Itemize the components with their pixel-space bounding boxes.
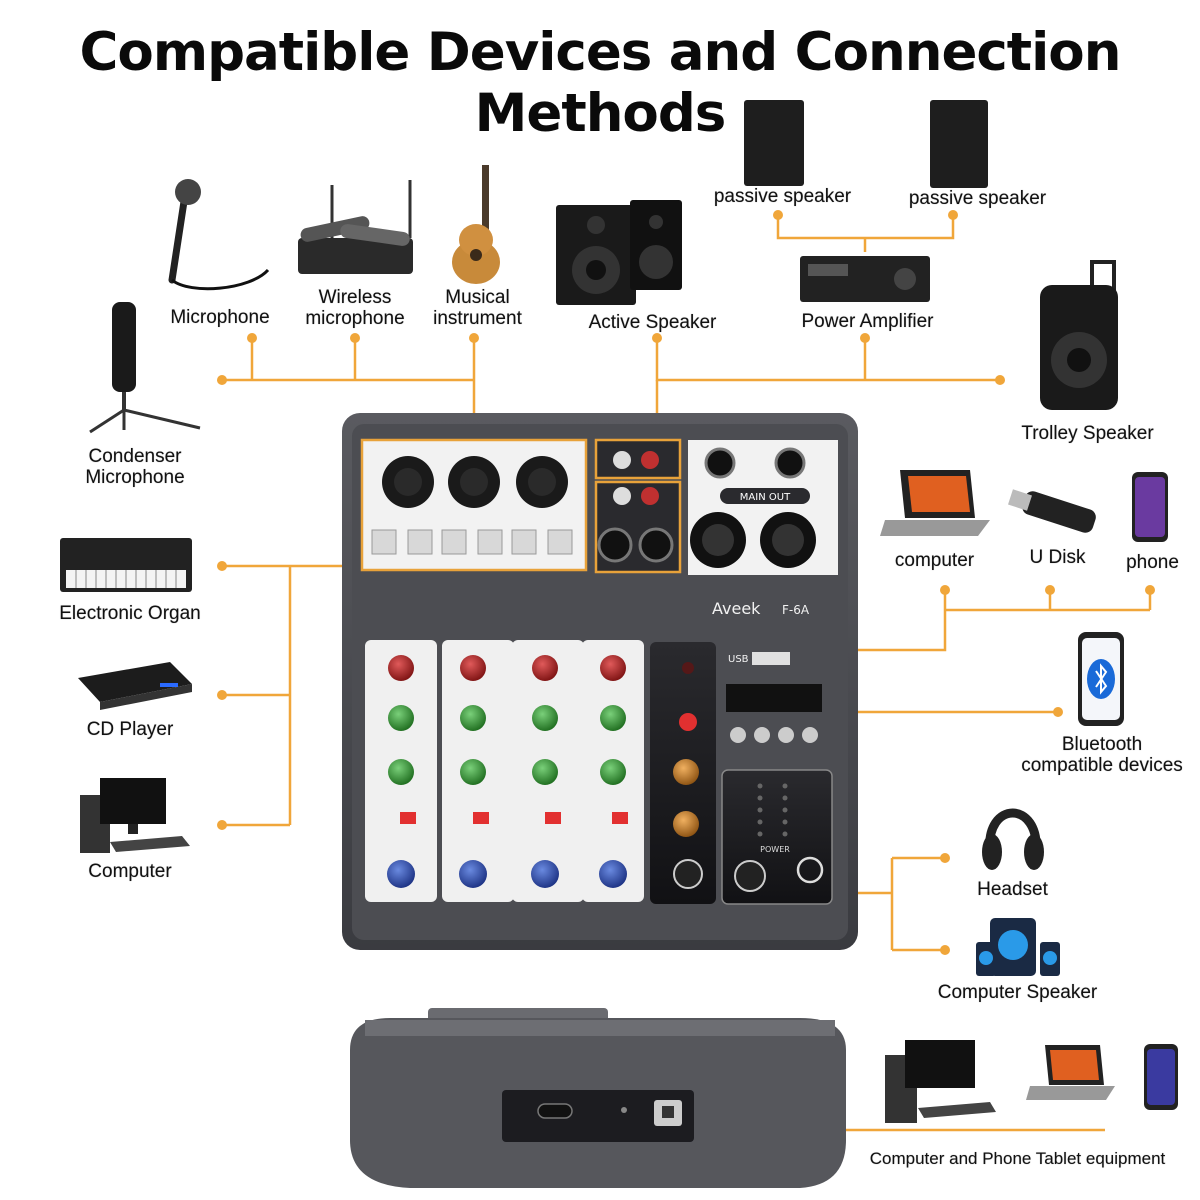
label-passive-speaker-2: passive speaker <box>908 188 1047 209</box>
label-computer-phone-tablet: Computer and Phone Tablet equipment <box>869 1149 1166 1168</box>
label-active-speaker: Active Speaker <box>588 312 717 333</box>
gain-knob <box>388 655 626 681</box>
label-electronic-organ: Electronic Organ <box>59 603 201 624</box>
microphone-icon <box>168 179 270 291</box>
level-knob <box>387 860 627 888</box>
bluetooth-device-icon <box>1078 632 1124 726</box>
label-phone: phone <box>1126 552 1179 573</box>
power-amplifier-icon <box>800 256 930 302</box>
cd-player-icon <box>78 662 192 710</box>
eq-knob <box>388 705 626 785</box>
label-microphone: Microphone <box>170 307 270 328</box>
trolley-speaker-icon <box>1040 260 1118 410</box>
effect-button <box>400 812 628 824</box>
label-computer-right: computer <box>894 550 975 571</box>
mixer-model: F-6A <box>782 603 810 617</box>
label-computer-left: Computer <box>88 861 172 882</box>
line-passive-speakers <box>776 215 955 240</box>
passive-speaker-icon <box>744 100 804 186</box>
label-wireless-microphone: Wireless microphone <box>305 287 405 329</box>
connector-lines <box>222 215 1152 1132</box>
passive-speaker-icon <box>930 100 988 188</box>
label-cd-player: CD Player <box>86 719 174 740</box>
connector-dots <box>217 210 1155 955</box>
phone-icon <box>1132 472 1168 542</box>
label-headset: Headset <box>977 879 1048 900</box>
wireless-microphone-icon <box>298 180 413 274</box>
label-condenser-microphone: Condenser Microphone <box>85 446 185 488</box>
channel-strips <box>365 640 644 902</box>
desktop-computer-icon <box>885 1040 996 1123</box>
audio-mixer: MAIN OUT Aveek F-6A <box>342 413 858 950</box>
label-bluetooth: Bluetooth compatible devices <box>1021 734 1183 776</box>
label-trolley-speaker: Trolley Speaker <box>1021 423 1154 444</box>
computer-left-icon <box>80 778 190 853</box>
laptop-icon <box>880 470 990 536</box>
u-disk-icon <box>1008 489 1096 533</box>
page-title: Compatible Devices and Connection Method… <box>79 22 1122 144</box>
label-musical-instrument: Musical instrument <box>433 287 522 329</box>
mixer-rear-view <box>350 1008 846 1188</box>
computer-speaker-icon <box>976 918 1060 976</box>
headset-icon <box>982 808 1044 870</box>
xlr-combo-jack <box>382 456 568 508</box>
label-u-disk: U Disk <box>1029 547 1086 568</box>
line-speaker-outputs <box>655 338 1000 382</box>
laptop-bottom-icon <box>1026 1045 1115 1100</box>
usb-label: USB <box>728 654 749 665</box>
label-computer-speaker: Computer Speaker <box>937 982 1098 1003</box>
label-passive-speaker-1: passive speaker <box>713 186 852 207</box>
electronic-organ-icon <box>60 538 192 592</box>
label-power-amplifier: Power Amplifier <box>801 311 934 332</box>
condenser-microphone-icon <box>89 302 201 434</box>
power-label: POWER <box>760 845 790 854</box>
phone-bottom-icon <box>1144 1044 1178 1110</box>
active-speaker-icon <box>556 200 682 305</box>
mixer-brand: Aveek <box>712 599 761 618</box>
guitar-icon <box>452 165 500 284</box>
main-out-label: MAIN OUT <box>740 492 791 503</box>
